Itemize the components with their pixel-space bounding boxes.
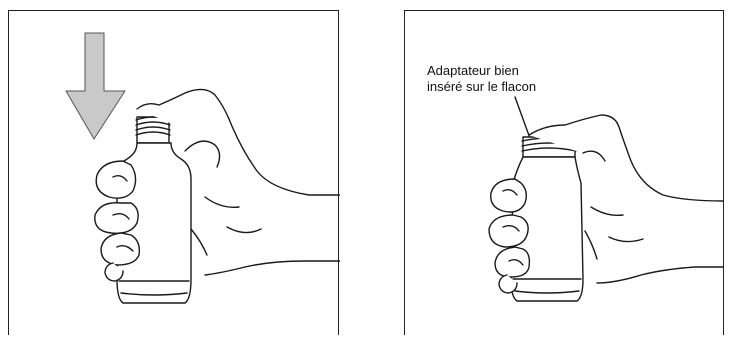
callout-leader-line	[515, 97, 531, 141]
down-arrow-icon	[66, 33, 125, 139]
step-1-illustration	[9, 11, 340, 336]
step-2-illustration	[405, 11, 725, 336]
step-1-panel	[8, 10, 339, 335]
hand	[95, 89, 340, 281]
step-2-panel: Adaptateur bien inséré sur le flacon	[404, 10, 724, 335]
